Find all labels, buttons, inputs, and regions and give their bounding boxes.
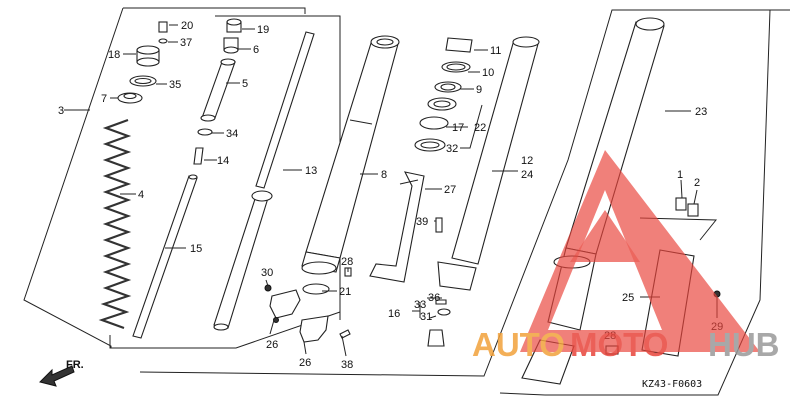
callout-11: 11 [490,45,501,57]
damper-parts [193,18,242,165]
callout-39: 39 [416,216,428,228]
callout-1: 1 [677,169,683,181]
watermark-logo: AUTO MOTO HUB [472,150,780,363]
callout-21: 21 [339,286,351,298]
spacer-5 [201,61,236,119]
watermark-text-auto: AUTO [472,326,565,363]
callout-10: 10 [482,67,494,79]
bolt-39 [435,217,443,233]
callout-19: 19 [257,24,269,36]
watermark-triangle-icon [520,150,760,352]
callout-16: 16 [388,308,400,320]
fork-spring [98,118,132,330]
watermark-text-moto: MOTO [570,326,668,363]
callout-26b: 26 [299,357,311,369]
callout-3: 3 [58,105,64,117]
callout-20: 20 [181,20,193,32]
callout-9: 9 [476,84,482,96]
adjuster-31 [427,329,445,347]
callout-38: 38 [341,359,353,371]
callout-34: 34 [226,128,238,140]
callout-6: 6 [253,44,259,56]
leader-lines [64,24,718,357]
callout-12: 12 [521,155,533,167]
callout-28a: 28 [341,256,353,268]
reflector-2 [687,203,699,217]
callout-23: 23 [695,106,707,118]
guide-parts [264,284,351,343]
callout-5: 5 [242,78,248,90]
washer-34 [197,128,213,136]
clip-21 [302,283,330,295]
arrow-icon [39,365,75,387]
callout-2: 2 [694,177,700,189]
damper-rod-13 [213,31,315,331]
callout-25: 25 [622,292,634,304]
callout-31: 31 [420,311,432,323]
front-direction-arrow: FR. [39,359,84,387]
panel-outlines [23,7,790,396]
callout-32: 32 [446,143,458,155]
guide-26a [269,289,301,319]
watermark-text-hub: HUB [708,326,780,363]
washer-37 [158,38,168,44]
bolt-20 [158,21,168,33]
callout-27: 27 [444,184,456,196]
callout-35: 35 [169,79,181,91]
seal-11 [445,37,473,53]
callout-17: 17 [452,122,464,134]
callout-33: 33 [414,299,426,311]
piece-14 [193,147,204,165]
callout-13: 13 [305,165,317,177]
fork-spring-group [98,21,168,330]
callout-14: 14 [217,155,229,167]
callout-37: 37 [180,37,192,49]
reflector-1 [675,197,687,211]
guard-27 [369,171,425,283]
callout-7: 7 [101,93,107,105]
callout-18: 18 [108,49,120,61]
diagram-code: KZ43-F0603 [642,379,702,390]
callout-30: 30 [261,267,273,279]
callout-8: 8 [381,169,387,181]
rod-15 [132,174,198,339]
front-label: FR. [66,359,84,371]
callout-15: 15 [190,243,202,255]
callout-22: 22 [474,122,486,134]
callout-24: 24 [521,169,533,181]
callout-4: 4 [138,189,144,201]
callout-labels: 20 37 18 35 7 3 4 15 19 6 5 34 14 13 30 … [58,20,723,371]
inner-tube-12 [427,36,540,347]
callout-36: 36 [428,292,440,304]
seal-stack [414,37,473,152]
callout-26a: 26 [266,339,278,351]
guide-26b [299,315,329,343]
